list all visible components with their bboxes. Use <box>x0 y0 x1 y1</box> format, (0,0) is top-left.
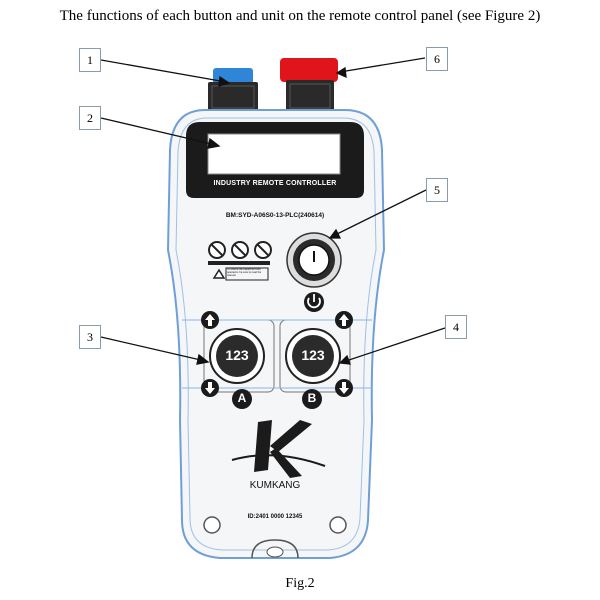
warning-icon-label-3: Prohibited drops <box>252 258 274 262</box>
lcd-screen <box>207 133 341 175</box>
strap-loop <box>251 539 299 559</box>
power-icon <box>304 292 324 312</box>
kumkang-logo <box>231 420 326 478</box>
leader-lines <box>100 57 446 365</box>
joystick-a[interactable] <box>182 311 280 409</box>
model-code: BM:SYD-A06S0-13-PLC(240614) <box>225 212 325 219</box>
screw-hole-left <box>203 516 221 534</box>
id-code: ID:2401 0000 12345 <box>247 514 303 520</box>
callout-6: 6 <box>426 47 448 71</box>
brand-name: KUMKANG <box>249 480 301 491</box>
right-top-button[interactable] <box>280 58 338 112</box>
power-knob[interactable] <box>286 232 342 288</box>
figure-caption: Fig.2 <box>285 576 315 591</box>
document-title: The functions of each button and unit on… <box>59 8 541 24</box>
callout-2: 2 <box>79 106 101 130</box>
screw-hole-right <box>329 516 347 534</box>
callout-1: 1 <box>79 48 101 72</box>
warning-icon-label-1: Fast & Furious <box>207 258 227 262</box>
display-header <box>186 122 364 198</box>
left-top-button[interactable] <box>208 68 258 112</box>
callout-4: 4 <box>445 315 467 339</box>
callout-3: 3 <box>79 325 101 349</box>
button-b-letter: B <box>307 391 317 405</box>
warning-icons <box>208 241 272 281</box>
knob-a-label: 123 <box>225 347 249 363</box>
joystick-b[interactable] <box>275 311 372 409</box>
knob-b-label: 123 <box>301 347 325 363</box>
warning-note: To ensure the equipment and operators, b… <box>227 268 262 277</box>
header-label: INDUSTRY REMOTE CONTROLLER <box>213 180 337 187</box>
remote-body <box>166 109 386 559</box>
warning-icon-label-2: No rush drop <box>232 258 250 262</box>
callout-5: 5 <box>426 178 448 202</box>
button-a-letter: A <box>237 391 247 405</box>
